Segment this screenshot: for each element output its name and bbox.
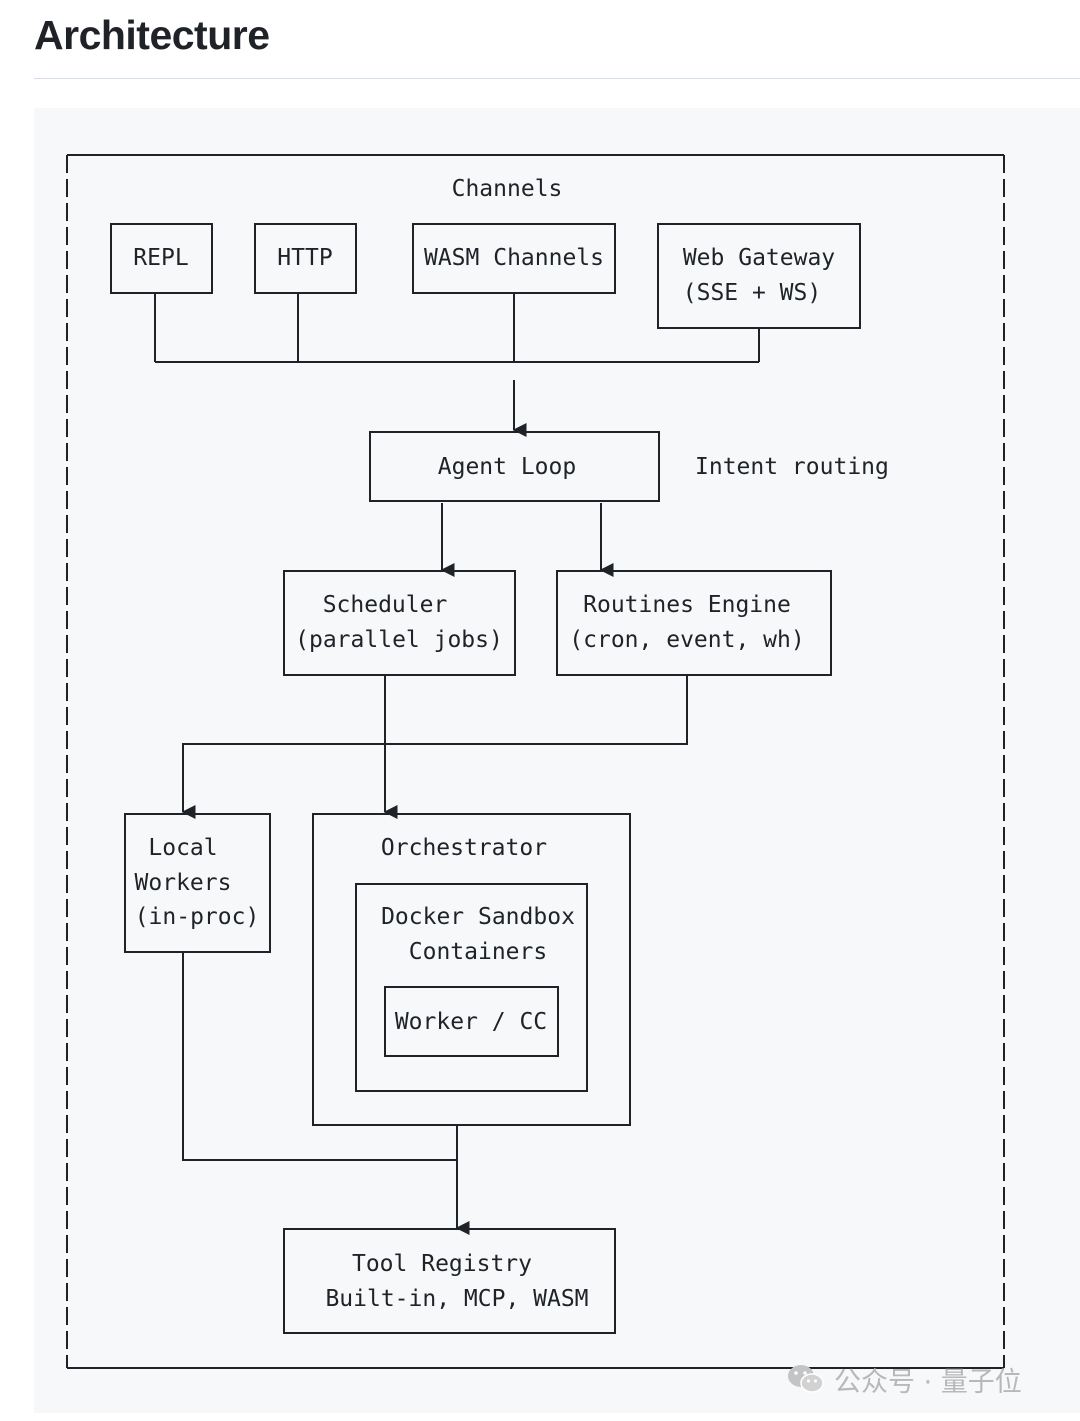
scheduler-box — [283, 570, 516, 676]
channels-label: Channels — [452, 176, 563, 202]
repl-box — [110, 223, 213, 294]
repl-label: REPL — [133, 245, 188, 271]
tool-registry-box — [283, 1228, 616, 1334]
web-gateway-label: Web Gateway — [683, 245, 835, 271]
watermark: 公众号 · 量子位 — [786, 1360, 1022, 1398]
wechat-icon — [788, 1365, 824, 1393]
code-block — [34, 108, 1080, 1413]
worker-cc-label: Worker / CC — [395, 1009, 547, 1035]
worker-cc-box — [384, 986, 559, 1057]
title-divider — [34, 78, 1080, 79]
wasm-channels-label: WASM Channels — [424, 245, 604, 271]
web-gateway-sub-label: (SSE + WS) — [683, 280, 821, 306]
containers-label: Containers — [409, 939, 547, 965]
outer-frame-sides — [66, 155, 1005, 1368]
scheduler-label: Scheduler — [323, 592, 448, 618]
workers-label: Workers — [135, 870, 232, 896]
page-title: Architecture — [34, 12, 270, 58]
channel-bus — [154, 293, 760, 363]
routines-label: Routines Engine — [583, 592, 791, 618]
in-proc-label: (in-proc) — [135, 904, 260, 930]
local-workers-box — [124, 813, 271, 953]
watermark-text: 公众号 · 量子位 — [834, 1366, 1022, 1398]
http-box — [254, 223, 357, 294]
tool-registry-sub-label: Built-in, MCP, WASM — [325, 1286, 588, 1312]
tool-registry-label: Tool Registry — [352, 1251, 532, 1277]
intent-routing-label: Intent routing — [695, 454, 889, 480]
routines-sub-label: (cron, event, wh) — [569, 627, 804, 653]
docker-sandbox-label: Docker Sandbox — [381, 904, 575, 930]
orchestrator-box — [312, 813, 631, 1126]
web-gateway-box — [657, 223, 861, 329]
outer-frame — [67, 154, 1004, 1369]
http-label: HTTP — [277, 245, 332, 271]
orchestrator-label: Orchestrator — [381, 835, 547, 861]
agent-loop-label: Agent Loop — [438, 454, 576, 480]
local-to-merge-connector — [182, 952, 457, 1161]
scheduler-sub-label: (parallel jobs) — [295, 627, 503, 653]
local-label: Local — [148, 835, 217, 861]
agent-loop-box — [369, 431, 660, 502]
routines-engine-box — [556, 570, 832, 676]
routines-to-local-connector — [181, 675, 688, 819]
docker-sandbox-box — [355, 883, 588, 1092]
